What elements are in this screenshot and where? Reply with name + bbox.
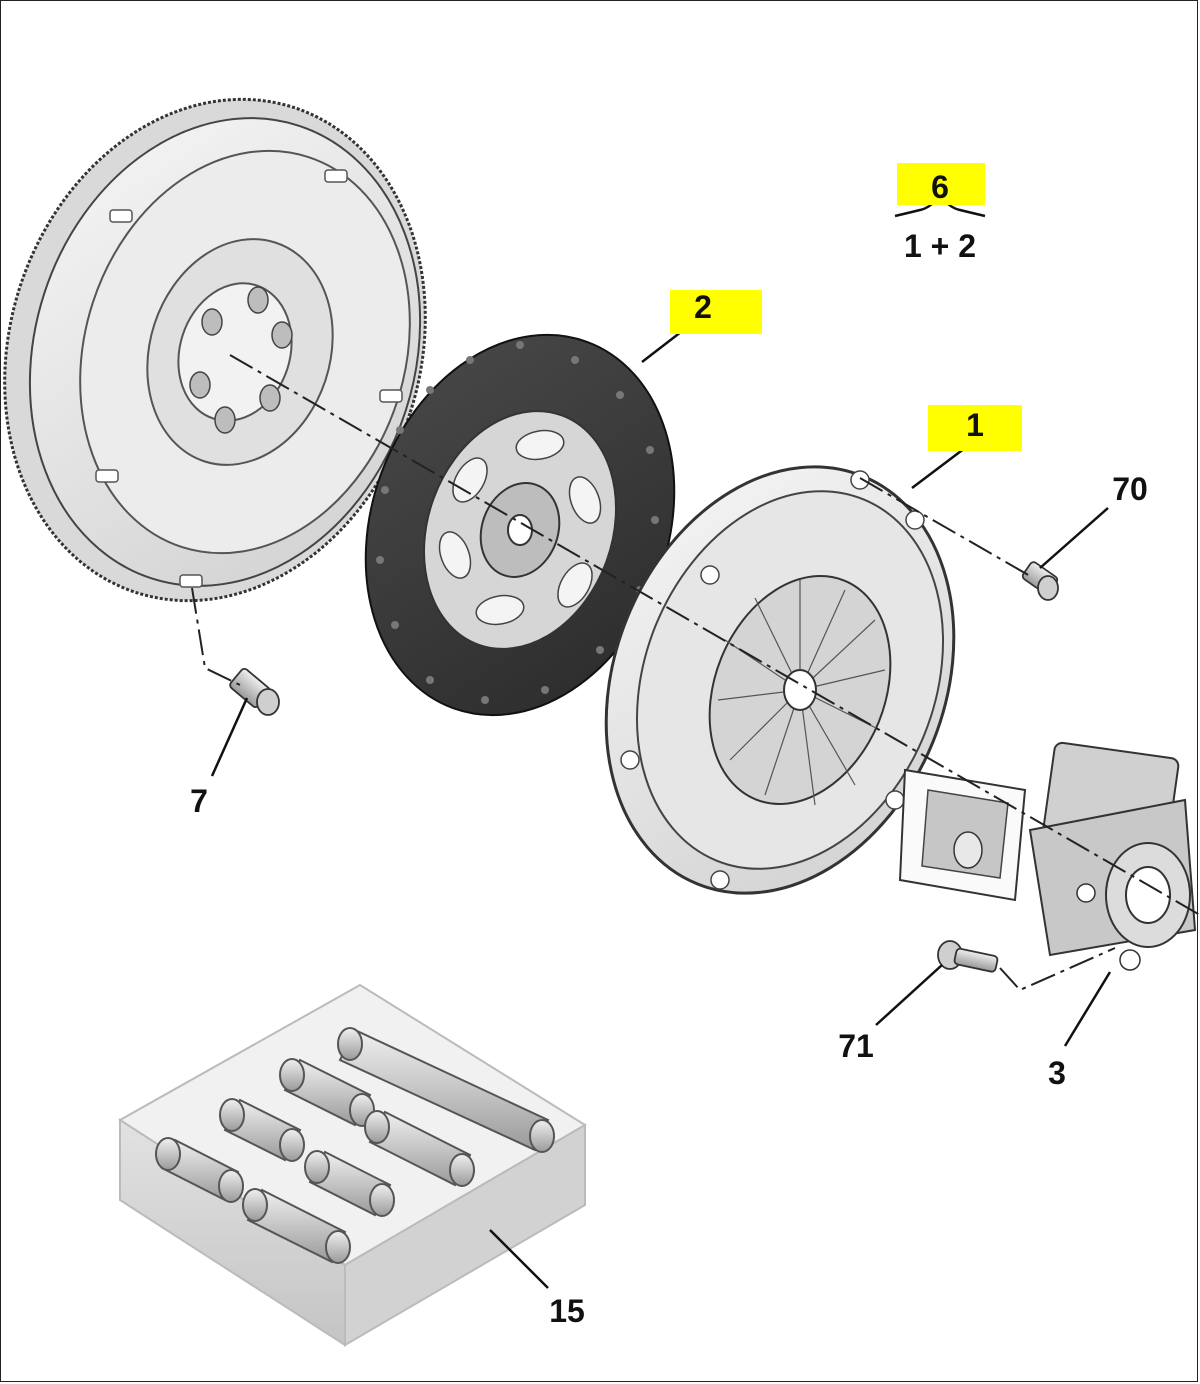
assembly-axes xyxy=(191,354,1200,992)
callout-1: 1 xyxy=(966,407,984,443)
leader-lines xyxy=(210,194,1112,1289)
callout-2: 2 xyxy=(694,289,712,325)
clutch-disc xyxy=(364,333,676,717)
callout-70: 70 xyxy=(1112,471,1148,507)
tool-kit-box xyxy=(118,983,587,1347)
callout-3: 3 xyxy=(1048,1055,1066,1091)
bolt-70 xyxy=(1021,561,1059,601)
callout-6: 6 xyxy=(931,169,949,205)
pressure-plate xyxy=(604,465,956,895)
callout-71: 71 xyxy=(838,1028,874,1064)
bolt-7 xyxy=(229,667,280,716)
bolt-71 xyxy=(937,940,999,973)
callout-highlights xyxy=(670,163,1022,451)
flywheel xyxy=(3,97,427,603)
callout-7: 7 xyxy=(190,783,208,819)
callout-1-plus-2: 1 + 2 xyxy=(904,228,976,264)
callout-15: 15 xyxy=(549,1293,585,1329)
slave-cylinder xyxy=(898,741,1197,971)
tool-pins xyxy=(155,1027,555,1264)
